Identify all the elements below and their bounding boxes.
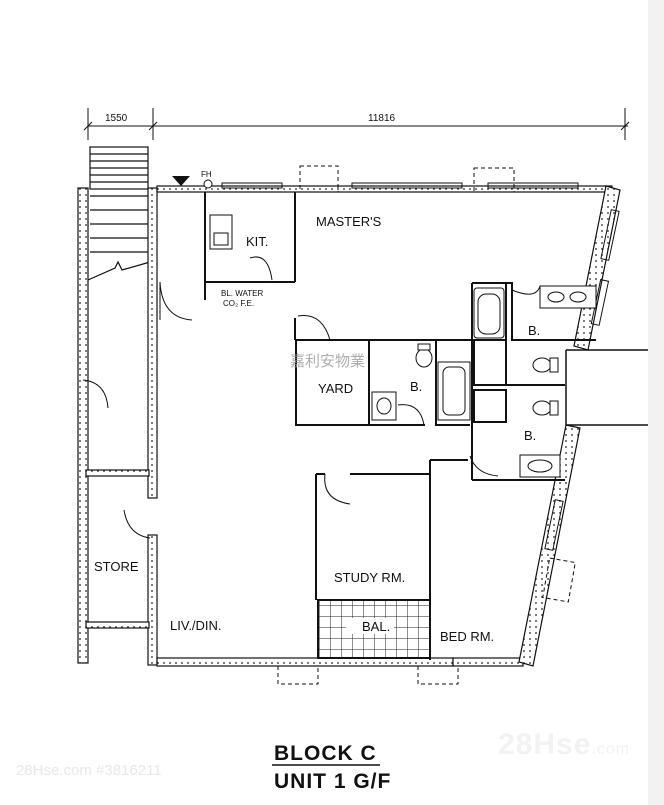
brand-suffix: .com	[591, 741, 631, 758]
dim-left: 1550	[105, 113, 128, 124]
title-line-2: UNIT 1 G/F	[274, 770, 391, 793]
page-edge-shadow	[648, 0, 664, 805]
staircase	[87, 146, 151, 281]
label-bath-right: B.	[524, 428, 536, 443]
brand-name: 28Hse	[498, 728, 592, 761]
label-bath-master: B.	[528, 323, 540, 338]
dimension-lines	[83, 108, 630, 140]
dim-right: 11816	[368, 113, 396, 124]
brand-watermark: 28Hse.com	[498, 728, 630, 762]
balcony-label-bg	[346, 618, 394, 634]
interior-walls	[204, 192, 596, 660]
label-balcony: BAL.	[362, 619, 390, 634]
timestamp: 17:59	[540, 756, 621, 792]
label-study: STUDY RM.	[334, 570, 405, 585]
adjacent-corridor	[565, 349, 650, 426]
label-bedroom: BED RM.	[440, 629, 494, 644]
label-co2-fe: CO₂ F.E.	[223, 299, 254, 308]
label-fh: FH	[201, 170, 212, 179]
agent-watermark: 嘉利安物業	[290, 352, 365, 370]
label-store: STORE	[94, 559, 139, 574]
label-bl-water: BL. WATER	[221, 289, 263, 298]
label-bath-mid: B.	[410, 379, 422, 394]
door-swings	[82, 256, 541, 641]
bathroom-fixtures	[203, 179, 597, 478]
exterior-walls	[77, 185, 621, 667]
entry-arrow-icon	[172, 176, 190, 186]
label-kitchen: KIT.	[246, 234, 268, 249]
label-liv-din: LIV./DIN.	[170, 618, 222, 633]
title-line-1: BLOCK C	[274, 742, 377, 765]
listing-watermark: 28Hse.com #3816211	[16, 762, 162, 779]
label-masters: MASTER'S	[316, 214, 382, 229]
label-yard: YARD	[318, 381, 353, 396]
